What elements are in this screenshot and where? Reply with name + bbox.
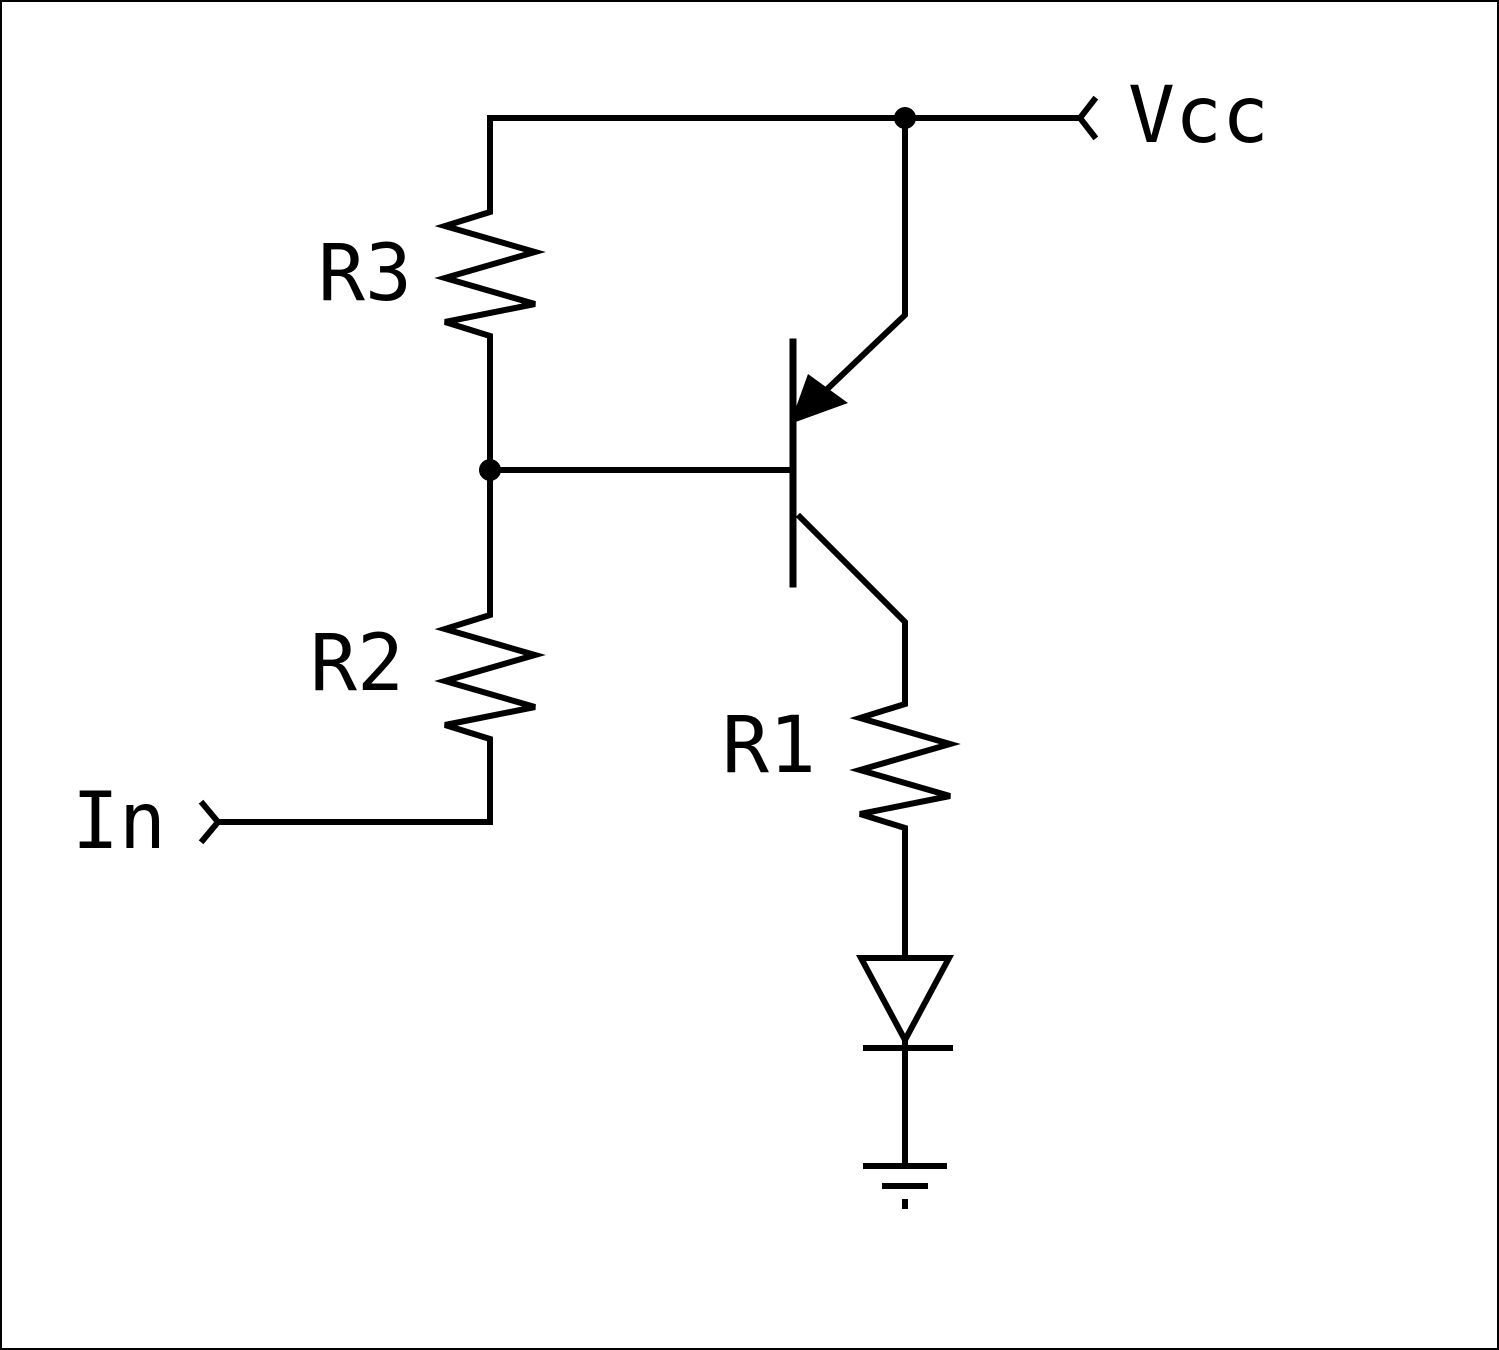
pnp-transistor — [789, 115, 908, 703]
r2-label: R2 — [310, 619, 404, 709]
r1-label: R1 — [722, 701, 816, 791]
resistor-r1 — [849, 697, 961, 961]
input-label: In — [72, 777, 166, 867]
vcc-terminal-arrow — [1076, 95, 1099, 141]
transistor-emitter — [795, 115, 908, 420]
transistor-collector — [795, 512, 908, 703]
resistor-r3 — [434, 202, 546, 468]
diode — [855, 955, 955, 1169]
ground-icon — [863, 1163, 947, 1209]
vcc-label: Vcc — [1128, 71, 1269, 161]
input-terminal-arrow — [198, 799, 222, 845]
emitter-arrow-icon — [790, 374, 848, 424]
diode-triangle — [855, 955, 955, 1047]
input-terminal — [198, 799, 222, 845]
r3-label: R3 — [318, 229, 412, 319]
resistor-r2 — [215, 467, 546, 825]
